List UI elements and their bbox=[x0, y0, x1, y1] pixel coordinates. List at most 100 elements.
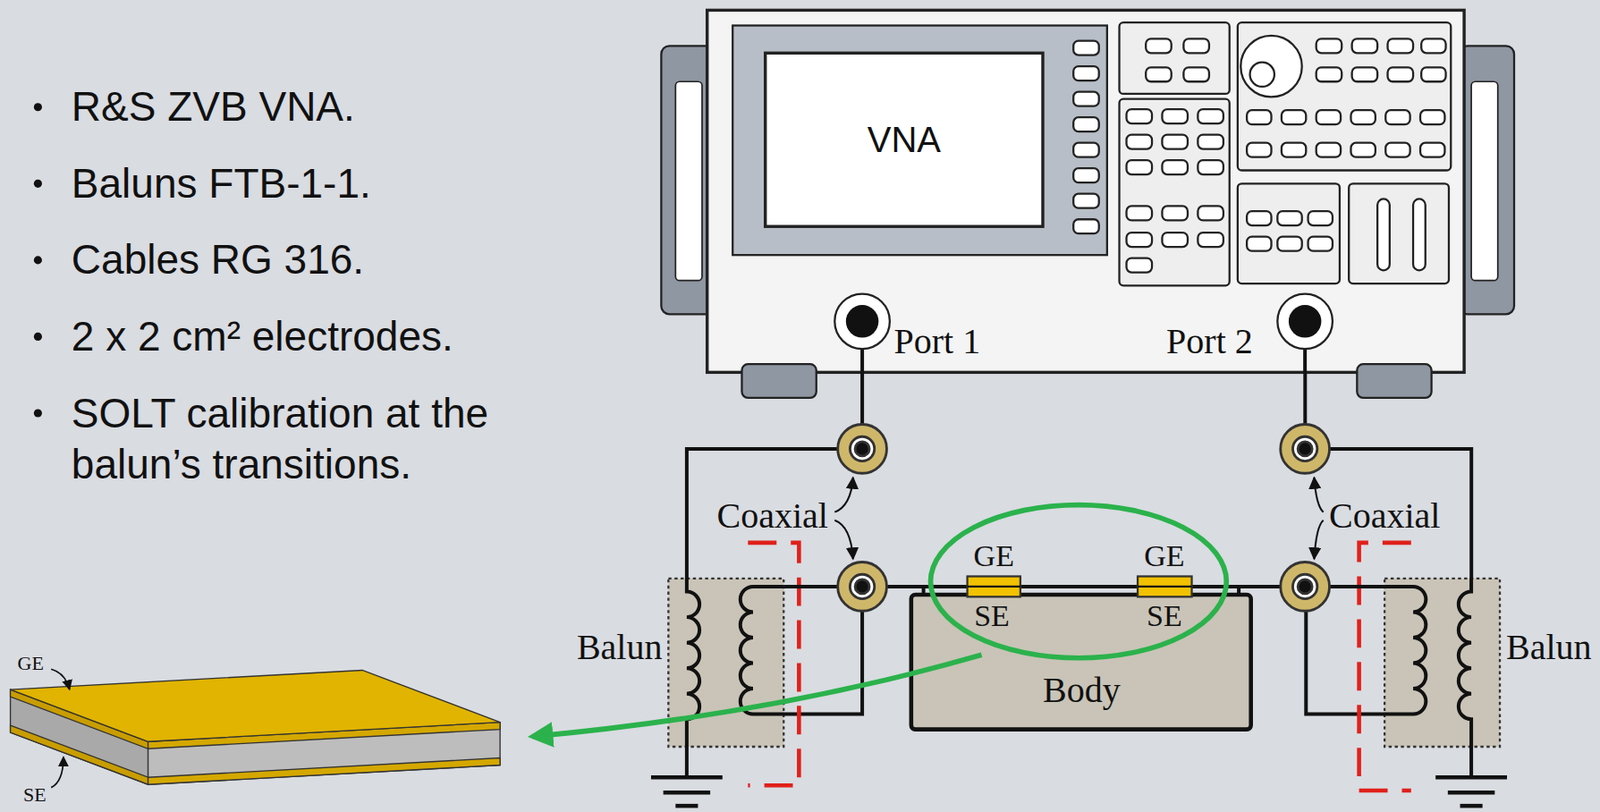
port-wires bbox=[862, 321, 1305, 373]
port-connector bbox=[846, 304, 880, 339]
body-box: Body bbox=[911, 594, 1252, 730]
vna-buttons bbox=[1073, 117, 1100, 132]
vna-buttons bbox=[1145, 67, 1172, 82]
calibration-plane bbox=[747, 542, 1411, 791]
vna-buttons bbox=[1277, 237, 1302, 252]
bullet-dots bbox=[33, 102, 43, 111]
balun-housings bbox=[668, 578, 1500, 747]
body-label: Body bbox=[1042, 669, 1121, 712]
bullet-dots bbox=[33, 102, 43, 417]
coaxial-leaders bbox=[834, 520, 854, 559]
vna-buttons bbox=[1073, 219, 1100, 234]
coaxial-leaders bbox=[834, 477, 854, 513]
port-connector bbox=[1288, 304, 1322, 339]
vna-housing bbox=[707, 9, 1465, 373]
ground-symbol bbox=[663, 790, 711, 796]
vna-panels bbox=[1348, 183, 1449, 284]
bullet-text: SOLT calibration at the balun’s transiti… bbox=[71, 388, 573, 491]
vna-buttons bbox=[1197, 135, 1224, 150]
vna-buttons bbox=[1421, 67, 1446, 82]
vna-panels bbox=[1119, 99, 1230, 287]
vna-panels bbox=[1119, 22, 1452, 286]
screen-label: VNA bbox=[867, 118, 941, 161]
vna-handles bbox=[1471, 81, 1499, 280]
electrode-illustration bbox=[10, 669, 501, 742]
coax-connector bbox=[1297, 441, 1313, 457]
electrode-label: GE bbox=[973, 538, 1015, 574]
vna-buttons bbox=[1420, 143, 1445, 158]
ground-symbol bbox=[1460, 804, 1483, 809]
vna-buttons bbox=[1308, 211, 1333, 226]
bullet-text: Cables RG 316. bbox=[71, 234, 365, 286]
vna-buttons bbox=[1316, 110, 1341, 125]
coax-connector bbox=[838, 424, 1330, 612]
coax-connector bbox=[1280, 424, 1330, 475]
coaxial-leaders bbox=[1313, 520, 1323, 559]
vna-buttons bbox=[1308, 237, 1333, 252]
bullet-dots bbox=[33, 332, 43, 341]
vna-screen bbox=[732, 25, 1108, 256]
vna-buttons bbox=[1352, 67, 1379, 82]
highlight-callout bbox=[533, 505, 1228, 737]
vna-buttons bbox=[1126, 258, 1153, 273]
electrode-pad bbox=[1137, 585, 1192, 588]
balun-coils bbox=[686, 578, 700, 778]
vna-buttons bbox=[1316, 143, 1341, 158]
vna-buttons bbox=[1197, 109, 1224, 124]
balun-housings bbox=[1384, 578, 1500, 747]
vna-buttons bbox=[1277, 211, 1302, 226]
bullet-dots bbox=[33, 408, 43, 417]
vna-feet bbox=[741, 364, 816, 398]
vna-screen bbox=[732, 25, 1108, 256]
ground-symbol bbox=[1447, 790, 1495, 796]
coax-connector bbox=[1292, 436, 1317, 461]
vna-buttons bbox=[1197, 160, 1224, 175]
vna-buttons bbox=[1197, 205, 1224, 221]
electrode-pad bbox=[967, 585, 1021, 588]
electrode-pad bbox=[1137, 575, 1192, 597]
balun-coils bbox=[1305, 586, 1426, 715]
coax-connector bbox=[1297, 579, 1313, 594]
vna-buttons bbox=[1161, 135, 1188, 150]
vna-buttons bbox=[1161, 205, 1188, 221]
vna-buttons bbox=[1421, 38, 1446, 53]
coax-connector bbox=[849, 436, 874, 461]
vna-buttons bbox=[1161, 232, 1188, 247]
wire-connector bbox=[686, 372, 863, 579]
vna-buttons bbox=[1316, 67, 1343, 82]
vna-buttons bbox=[1126, 135, 1153, 150]
vna-handles bbox=[675, 81, 703, 280]
electrode-illustration bbox=[148, 758, 501, 786]
vna-buttons bbox=[1350, 143, 1375, 158]
vna-buttons bbox=[1246, 143, 1271, 158]
coax-connector bbox=[838, 562, 888, 612]
vna-buttons bbox=[1126, 160, 1153, 175]
balun-box: Balun bbox=[668, 578, 784, 747]
balun-box: Balun bbox=[1384, 578, 1500, 747]
vna-buttons bbox=[1385, 143, 1410, 158]
vna-buttons bbox=[1161, 160, 1188, 175]
port-connector bbox=[834, 294, 890, 350]
vna-panels bbox=[1237, 183, 1340, 284]
coax-connector bbox=[838, 424, 888, 475]
port-label: Port 2 bbox=[1166, 321, 1253, 363]
vna-buttons bbox=[1073, 168, 1100, 183]
coaxial-label: Coaxial bbox=[1329, 495, 1440, 537]
vna-buttons bbox=[1161, 109, 1188, 124]
vna-buttons bbox=[1183, 67, 1210, 82]
vna-buttons bbox=[1420, 110, 1445, 125]
coax-connector bbox=[855, 579, 870, 594]
port-connector bbox=[1277, 294, 1333, 350]
coax-connector bbox=[1280, 562, 1330, 612]
electrode-label: GE bbox=[1143, 538, 1185, 574]
vna-panels bbox=[1237, 22, 1451, 170]
vna-buttons bbox=[1246, 110, 1271, 125]
highlight-callout bbox=[931, 505, 1228, 659]
vna-buttons bbox=[1240, 35, 1302, 97]
vna-buttons bbox=[1073, 194, 1100, 209]
ground-symbol bbox=[651, 775, 723, 780]
coaxial-label: Coaxial bbox=[716, 495, 828, 537]
vna-buttons bbox=[1413, 198, 1426, 271]
vna-feet bbox=[1356, 364, 1431, 398]
vna-feet bbox=[741, 364, 1431, 398]
